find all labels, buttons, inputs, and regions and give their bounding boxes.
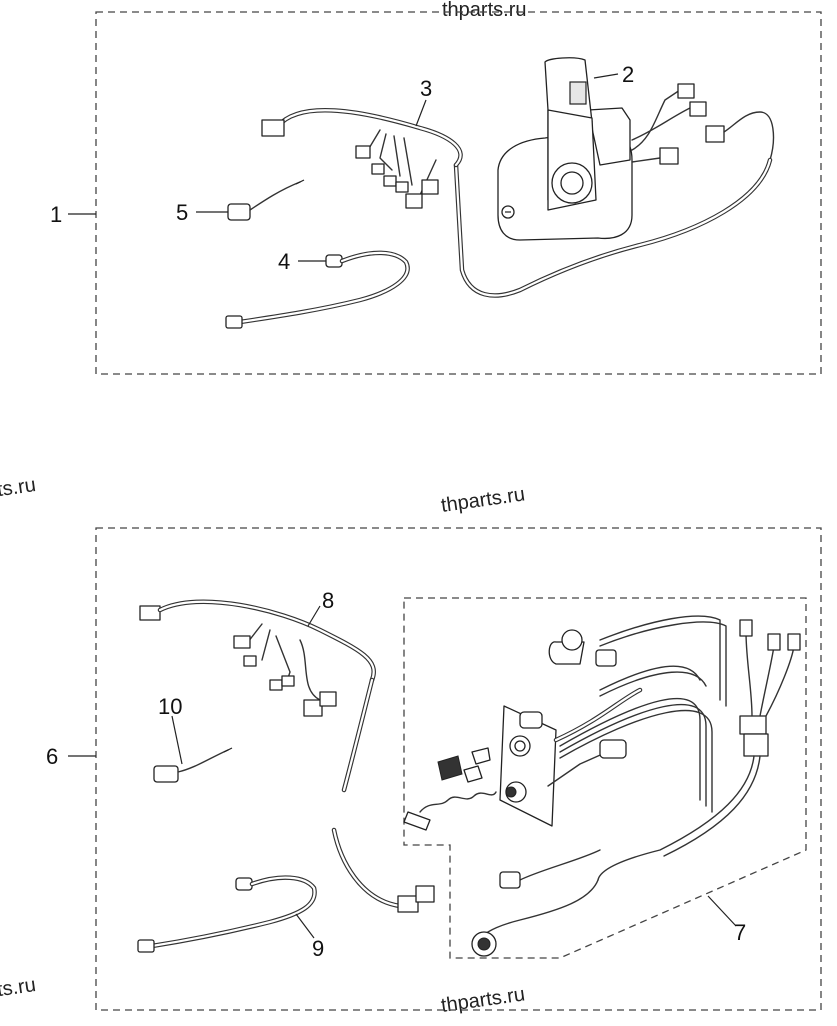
leader-10 (171, 715, 183, 765)
watermark-left-mid: ts.ru (0, 474, 37, 501)
leader-9 (295, 913, 315, 939)
callout-3: 3 (420, 76, 432, 101)
cable-4 (225, 250, 410, 329)
leader-3 (415, 99, 427, 127)
box-connectors (631, 83, 775, 165)
watermark-bottom: thparts.ru (440, 983, 527, 1017)
leader-8 (307, 605, 321, 627)
kit-7-boundary (403, 597, 807, 959)
remote-control-box (497, 57, 633, 241)
watermark-left-bottom: ts.ru (0, 974, 37, 1001)
main-harness (261, 108, 463, 209)
cable-9 (137, 875, 317, 953)
lead-wire-10 (153, 747, 233, 783)
watermark-top: thparts.ru (442, 0, 526, 21)
kit-6-boundary (95, 527, 822, 1011)
leader-7 (707, 895, 737, 927)
kit-1-boundary (95, 11, 822, 375)
callout-10: 10 (158, 694, 182, 719)
lead-wire-5 (227, 179, 305, 221)
switch-panel-kit (403, 615, 801, 957)
callout-7: 7 (734, 920, 746, 945)
harness-8 (139, 599, 376, 793)
callout-2: 2 (622, 62, 634, 87)
callout-4: 4 (278, 249, 290, 274)
callout-6: 6 (46, 744, 58, 769)
callout-5: 5 (176, 200, 188, 225)
leader-2 (593, 73, 619, 79)
harness-8-lower (331, 827, 435, 913)
callout-8: 8 (322, 588, 334, 613)
watermark-mid: thparts.ru (440, 483, 527, 517)
callout-9: 9 (312, 936, 324, 961)
callout-1: 1 (50, 202, 62, 227)
